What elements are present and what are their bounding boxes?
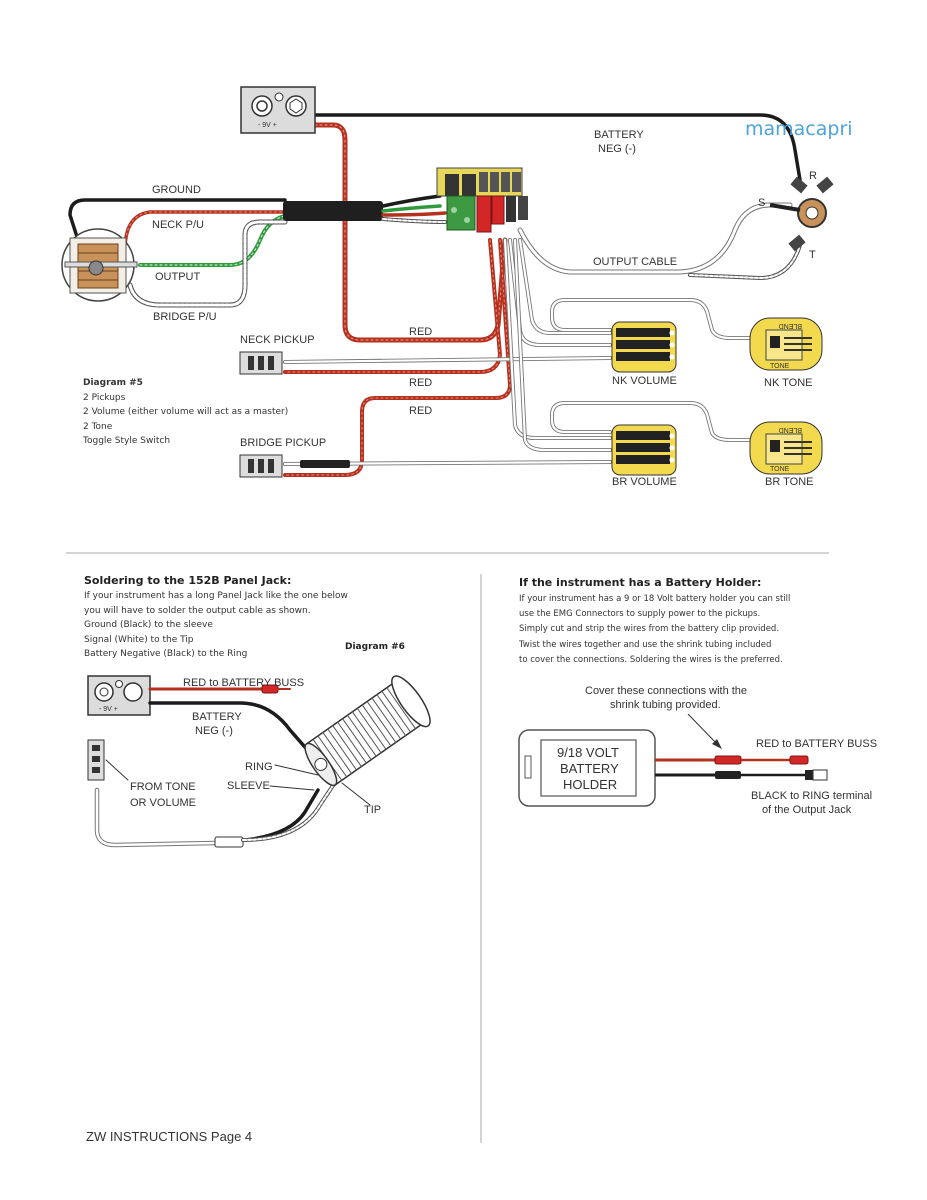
- br-tone-pot: [749, 421, 823, 475]
- cover-label-1: Cover these connections with the: [585, 685, 747, 697]
- nk-tone-top-text: BLEND: [779, 322, 802, 329]
- diagram5-note: 2 Pickups: [83, 392, 126, 403]
- bh-red-to-buss-label: RED to BATTERY BUSS: [756, 738, 877, 750]
- diagram5-title: Diagram #5: [83, 378, 143, 388]
- stereo-output-jack: [769, 176, 834, 252]
- black-wire-battery-neg: [313, 113, 802, 182]
- battery-holder-line: If your instrument has a 9 or 18 Volt ba…: [519, 594, 791, 604]
- neck-pu-label: NECK P/U: [152, 219, 204, 231]
- from-tone-label-1: FROM TONE: [130, 781, 196, 793]
- output-label: OUTPUT: [155, 271, 201, 283]
- toggle-switch: [61, 228, 138, 302]
- panel-jack-line: Battery Negative (Black) to the Ring: [84, 649, 248, 659]
- br-tone-label: BR TONE: [765, 476, 814, 488]
- neck-pu-wire: [123, 210, 287, 252]
- diagram5-note: 2 Volume (either volume will act as a ma…: [83, 407, 289, 417]
- red-label-2: RED: [409, 377, 432, 389]
- bh-black-label-1: BLACK to RING terminal: [751, 790, 872, 802]
- page-footer: ZW INSTRUCTIONS Page 4: [86, 1129, 253, 1144]
- br-tone-top-text: BLEND: [779, 426, 802, 433]
- holder-label-1: 9/18 VOLT: [557, 745, 619, 760]
- bridge-pickup-connector: [239, 454, 283, 478]
- diagram5-wires: [68, 113, 802, 477]
- br-tone-bottom-text: TONE: [770, 466, 790, 473]
- battery-holder-line: use the EMG Connectors to supply power t…: [519, 609, 761, 620]
- d6-red-to-buss-label: RED to BATTERY BUSS: [183, 677, 304, 689]
- panel-jack-heading: Soldering to the 152B Panel Jack:: [84, 574, 292, 587]
- battery-neg-label-2: NEG (-): [598, 143, 636, 155]
- ring-label: RING: [245, 761, 273, 773]
- holder-label-2: BATTERY: [560, 761, 619, 776]
- nk-tone-bottom-text: TONE: [770, 363, 790, 370]
- battery-holder-line: to cover the connections. Soldering the …: [519, 654, 783, 665]
- jack-s-label: S: [758, 197, 765, 209]
- battery-holder-heading: If the instrument has a Battery Holder:: [519, 576, 762, 589]
- d6-battery-neg-label-1: BATTERY: [192, 711, 242, 723]
- red-label-1: RED: [409, 326, 432, 338]
- panel-jack-line: Ground (Black) to the sleeve: [84, 620, 213, 630]
- battery-neg-label-1: BATTERY: [594, 129, 644, 141]
- battery-symbol-label: - 9V +: [258, 122, 277, 129]
- red-wire-neck: [283, 238, 502, 374]
- diagram6: [87, 675, 431, 848]
- br-volume-pot: [611, 424, 677, 476]
- brand-watermark: mamacapri: [745, 118, 853, 140]
- holder-label-3: HOLDER: [563, 777, 617, 792]
- ground-wire: [68, 198, 287, 242]
- header-block: [436, 167, 528, 233]
- ground-label: GROUND: [152, 184, 201, 196]
- neck-pickup-label: NECK PICKUP: [240, 334, 315, 346]
- red-label-3: RED: [409, 405, 432, 417]
- diagram6-title: Diagram #6: [345, 642, 405, 652]
- sleeve-label: SLEEVE: [227, 780, 270, 792]
- bridge-pickup-label: BRIDGE PICKUP: [240, 437, 326, 449]
- bridge-pu-label: BRIDGE P/U: [153, 311, 217, 323]
- diagram5-notes: Diagram #5 2 Pickups 2 Volume (either vo…: [83, 376, 288, 449]
- panel-jack-text: If your instrument has a long Panel Jack…: [84, 589, 348, 662]
- jack-t-label: T: [809, 249, 816, 261]
- output-cable-label: OUTPUT CABLE: [593, 256, 677, 268]
- d6-battery-symbol: - 9V +: [99, 706, 118, 713]
- br-volume-label: BR VOLUME: [612, 476, 677, 488]
- cover-label-2: shrink tubing provided.: [610, 699, 721, 711]
- battery-holder-line: Simply cut and strip the wires from the …: [519, 624, 780, 635]
- heat-shrink-sleeve: [283, 201, 383, 221]
- d6-battery-neg-label-2: NEG (-): [195, 725, 233, 737]
- battery-holder-line: Twist the wires together and use the shr…: [519, 639, 772, 650]
- from-tone-label-2: OR VOLUME: [130, 797, 196, 809]
- battery-holder-diagram: [518, 713, 828, 807]
- nk-tone-label: NK TONE: [764, 377, 813, 389]
- nk-tone-pot: [749, 317, 823, 371]
- panel-jack-line: Signal (White) to the Tip: [84, 634, 194, 645]
- diagram5-note: Toggle Style Switch: [83, 436, 171, 446]
- battery-holder-text: If your instrument has a 9 or 18 Volt ba…: [519, 592, 790, 668]
- diagram5-note: 2 Tone: [83, 421, 113, 432]
- nk-volume-pot: [611, 321, 677, 373]
- battery-clip: [240, 86, 316, 134]
- tip-label: TIP: [364, 804, 381, 816]
- bh-black-label-2: of the Output Jack: [762, 804, 852, 816]
- panel-jack-line: you will have to solder the output cable…: [84, 605, 311, 616]
- jack-r-label: R: [809, 170, 817, 182]
- nk-volume-label: NK VOLUME: [612, 375, 677, 387]
- neck-pickup-connector: [239, 351, 283, 375]
- panel-jack-line: If your instrument has a long Panel Jack…: [84, 591, 348, 601]
